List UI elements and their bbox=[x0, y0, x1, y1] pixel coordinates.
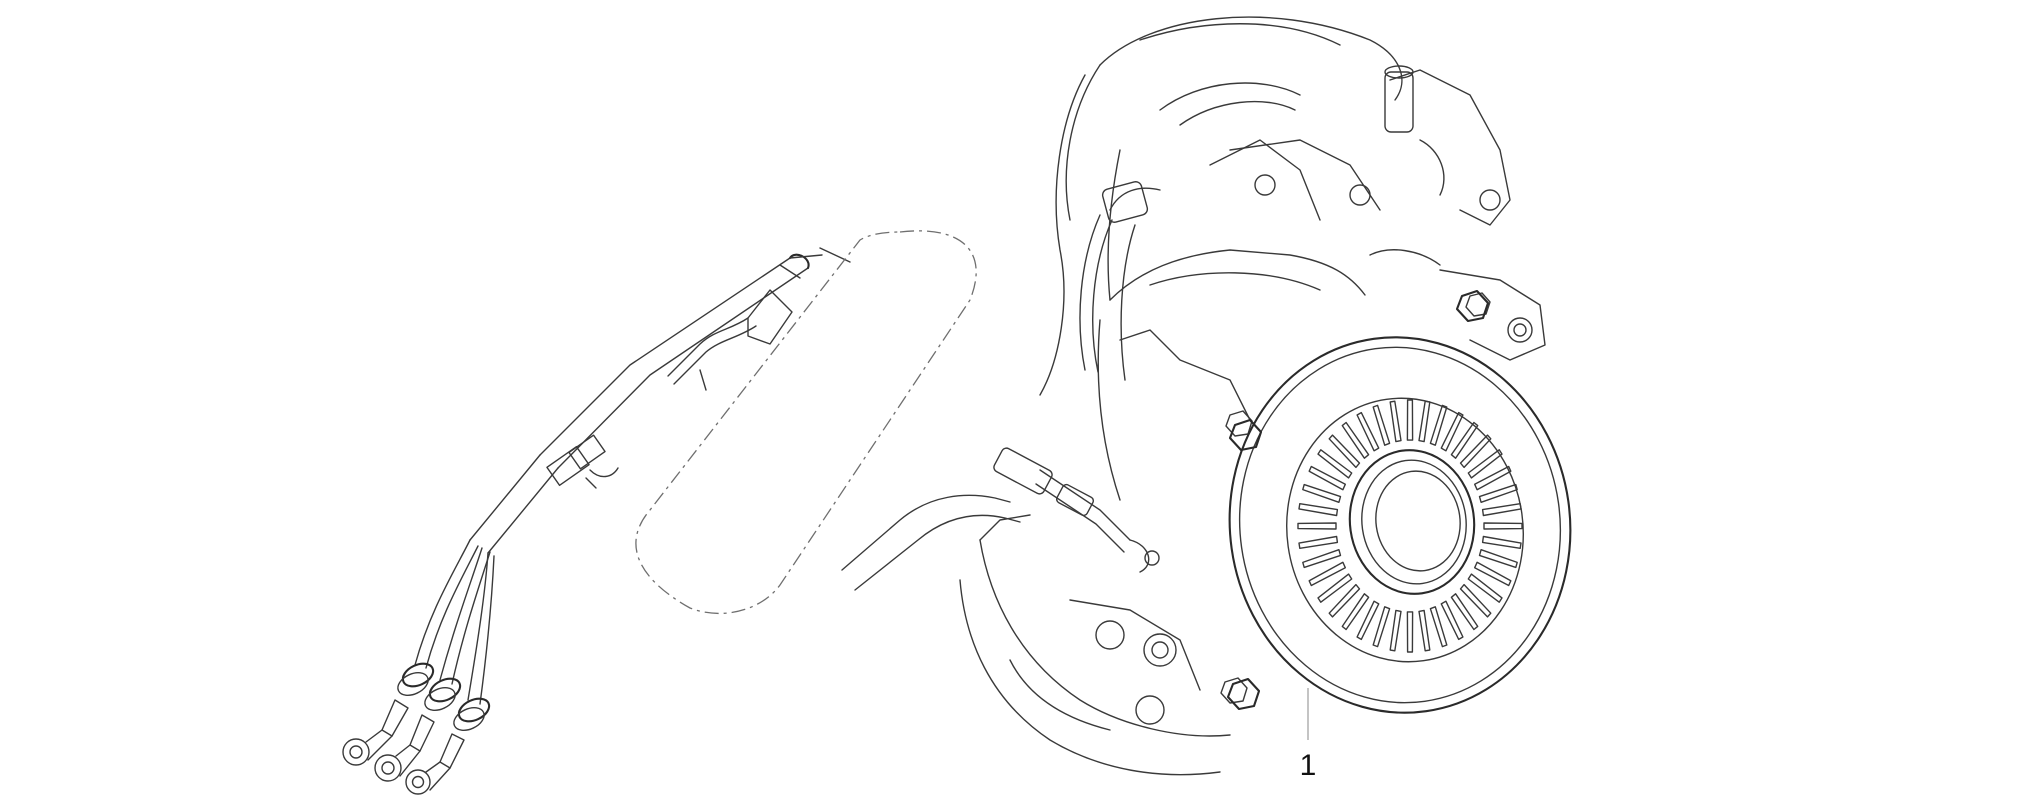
cooling-fin bbox=[1483, 522, 1523, 530]
cooling-fin bbox=[1429, 606, 1448, 648]
cooling-fin bbox=[1450, 593, 1479, 631]
cooling-fin bbox=[1406, 611, 1414, 653]
cooling-fin bbox=[1389, 609, 1402, 652]
cooling-fin bbox=[1356, 600, 1380, 641]
cooling-fin bbox=[1341, 593, 1370, 631]
wiring-harness bbox=[342, 247, 851, 795]
bolt-head bbox=[1455, 289, 1490, 323]
callout-1: 1 bbox=[1300, 688, 1317, 782]
cooling-fin bbox=[1459, 583, 1492, 618]
cooling-fin bbox=[1356, 411, 1380, 452]
cooling-fin bbox=[1298, 535, 1339, 549]
cooling-fin bbox=[1450, 421, 1479, 459]
cooling-fin bbox=[1317, 449, 1353, 479]
cooling-fin bbox=[1308, 465, 1347, 491]
cooling-fin bbox=[1473, 561, 1512, 587]
cooling-fin bbox=[1406, 399, 1414, 441]
cooling-fin bbox=[1478, 483, 1518, 503]
ring-terminal bbox=[405, 697, 491, 795]
cooling-fins bbox=[1297, 399, 1523, 653]
cooling-fin bbox=[1341, 421, 1370, 459]
cooling-fin bbox=[1372, 404, 1391, 446]
bolt-head bbox=[1228, 418, 1263, 452]
cable-break-outline bbox=[635, 230, 977, 615]
engine-stator-assembly bbox=[841, 16, 1572, 776]
cooling-fin bbox=[1317, 573, 1353, 603]
bolt-head bbox=[1226, 677, 1261, 711]
cooling-fin bbox=[1302, 549, 1342, 569]
cooling-fin bbox=[1308, 561, 1347, 587]
cooling-fin bbox=[1440, 411, 1464, 452]
cooling-fin bbox=[1478, 549, 1518, 569]
ring-terminal bbox=[342, 662, 435, 766]
cooling-fin bbox=[1429, 404, 1448, 446]
cooling-fin bbox=[1372, 606, 1391, 648]
cooling-fin bbox=[1418, 609, 1431, 652]
cooling-fin bbox=[1440, 600, 1464, 641]
cooling-fin bbox=[1418, 400, 1431, 443]
cooling-fin bbox=[1302, 483, 1342, 503]
cooling-fin bbox=[1298, 503, 1339, 517]
cooling-fin bbox=[1389, 400, 1402, 443]
cooling-fin bbox=[1481, 535, 1522, 549]
cooling-fin bbox=[1328, 583, 1361, 618]
ring-terminal bbox=[374, 677, 462, 782]
cooling-fin bbox=[1297, 522, 1337, 530]
cooling-fin bbox=[1467, 573, 1503, 603]
connector-clip bbox=[546, 434, 619, 489]
cooling-fin bbox=[1473, 465, 1512, 491]
cooling-fin bbox=[1328, 434, 1361, 469]
callout-label: 1 bbox=[1300, 749, 1317, 782]
cooling-fin bbox=[1467, 449, 1503, 479]
cooling-fin bbox=[1459, 434, 1492, 469]
stator-cover bbox=[1228, 336, 1572, 714]
cooling-fin bbox=[1481, 503, 1522, 517]
